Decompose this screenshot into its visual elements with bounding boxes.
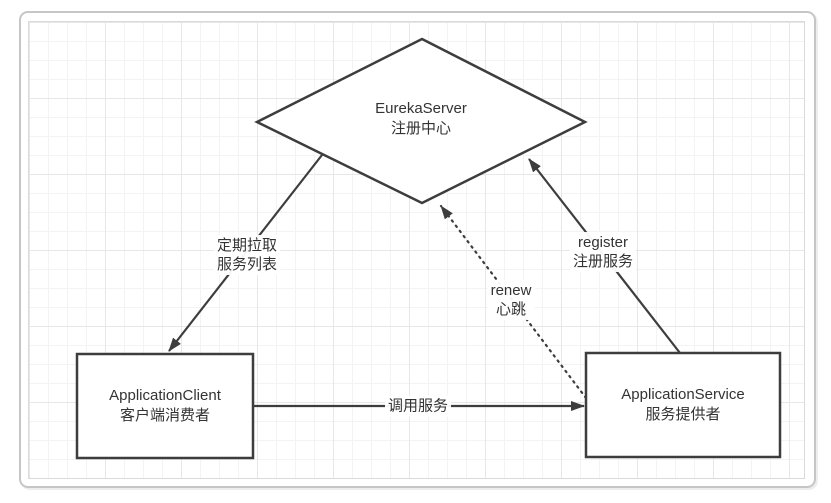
eureka-server-label: EurekaServer 注册中心 bbox=[375, 99, 467, 139]
application-client-label: ApplicationClient 客户端消费者 bbox=[109, 386, 221, 426]
invoke-arrow-label: 调用服务 bbox=[384, 395, 452, 417]
application-client-box bbox=[75, 352, 255, 460]
application-service-box bbox=[584, 351, 782, 459]
renew-arrow-label-line1: renew bbox=[490, 282, 532, 299]
eureka-server-subtitle: 注册中心 bbox=[390, 120, 451, 137]
pull-arrow-label: 定期拉取 服务列表 bbox=[213, 235, 281, 275]
invoke-arrow-label-line1: 调用服务 bbox=[387, 397, 449, 415]
register-arrow-label-line1: register bbox=[577, 234, 629, 251]
application-service-subtitle: 服务提供者 bbox=[645, 406, 721, 423]
eureka-server-title: EurekaServer bbox=[375, 100, 467, 117]
renew-arrow bbox=[439, 204, 588, 400]
application-service-label: ApplicationService 服务提供者 bbox=[621, 385, 744, 425]
register-arrow-label: register 注册服务 bbox=[569, 232, 637, 272]
pull-arrow-label-line2: 服务列表 bbox=[216, 256, 278, 273]
renew-arrow-label-line2: 心跳 bbox=[495, 301, 527, 318]
application-client-subtitle: 客户端消费者 bbox=[119, 407, 211, 424]
eureka-server-diamond bbox=[254, 37, 588, 205]
pull-arrow-label-line1: 定期拉取 bbox=[216, 237, 278, 254]
register-arrow-label-line2: 注册服务 bbox=[572, 253, 634, 270]
application-client-title: ApplicationClient bbox=[109, 387, 221, 404]
application-service-title: ApplicationService bbox=[621, 386, 745, 403]
renew-arrow-label: renew 心跳 bbox=[487, 280, 535, 320]
